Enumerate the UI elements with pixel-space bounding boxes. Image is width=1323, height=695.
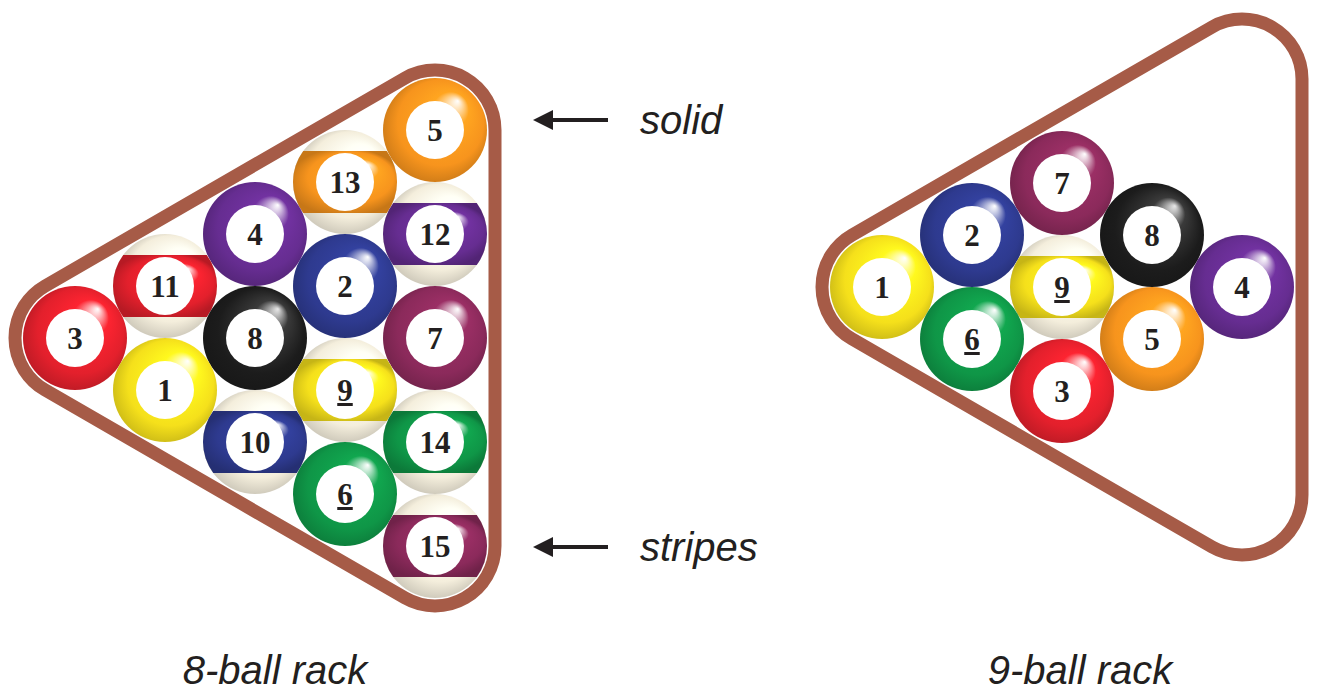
ball-body <box>1190 235 1294 339</box>
ball-body <box>383 390 487 494</box>
ball-body <box>1010 339 1114 443</box>
ball-body <box>1010 235 1114 339</box>
arrow-shaft <box>548 545 608 549</box>
ball-number: 5 <box>406 101 464 159</box>
ball-body <box>830 235 934 339</box>
ball-body <box>203 390 307 494</box>
ball-type-label: solid <box>640 98 722 142</box>
striped-ball: 15 <box>383 494 487 598</box>
striped-ball: 14 <box>383 390 487 494</box>
ball-stripe <box>113 255 217 317</box>
ball-number: 9 <box>316 361 374 419</box>
striped-ball: 10 <box>203 390 307 494</box>
ball-stripe <box>383 411 487 473</box>
ball-body <box>293 234 397 338</box>
solid-ball: 2 <box>293 234 397 338</box>
solid-ball: 5 <box>383 78 487 182</box>
ball-number: 11 <box>136 257 194 315</box>
stripes-arrow <box>533 537 608 557</box>
ball-number: 9 <box>1033 258 1091 316</box>
solid-ball: 8 <box>203 286 307 390</box>
rack-outline <box>822 19 1302 555</box>
rack-caption: 9-ball rack <box>809 648 1323 692</box>
ball-number: 15 <box>406 517 464 575</box>
ball-body <box>203 286 307 390</box>
ball-number: 8 <box>226 309 284 367</box>
ball-number: 14 <box>406 413 464 471</box>
solid-ball: 6 <box>920 287 1024 391</box>
pool-rack: 9-ball rack 72 8 1 9 4 6 53 <box>780 0 1323 695</box>
ball-body <box>113 338 217 442</box>
label-holder: stripes <box>640 525 758 569</box>
ball-number: 4 <box>226 205 284 263</box>
ball-number: 3 <box>46 309 104 367</box>
ball-stripe <box>1010 256 1114 318</box>
ball-number: 7 <box>1033 154 1091 212</box>
label-holder: solid <box>640 98 722 142</box>
ball-body <box>1100 287 1204 391</box>
ball-number: 13 <box>316 153 374 211</box>
striped-ball: 11 <box>113 234 217 338</box>
ball-body <box>383 286 487 390</box>
arrow-head <box>533 537 553 557</box>
striped-ball: 9 <box>1010 235 1114 339</box>
ball-number: 3 <box>1033 362 1091 420</box>
solid-ball: 4 <box>1190 235 1294 339</box>
ball-body <box>383 182 487 286</box>
pool-rack: 8-ball rack 5 13 4 12 11 2 3 8 7 1 9 10 14 6 15 <box>0 0 560 695</box>
solid-ball: 3 <box>1010 339 1114 443</box>
rack-outline <box>15 70 495 606</box>
ball-stripe <box>293 359 397 421</box>
ball-number: 2 <box>316 257 374 315</box>
ball-number: 8 <box>1123 206 1181 264</box>
striped-ball: 9 <box>293 338 397 442</box>
ball-body <box>920 287 1024 391</box>
ball-number: 1 <box>853 258 911 316</box>
ball-body <box>1010 131 1114 235</box>
ball-stripe <box>293 151 397 213</box>
ball-body <box>1100 183 1204 287</box>
solid-ball: 6 <box>293 442 397 546</box>
ball-body <box>203 182 307 286</box>
ball-body <box>920 183 1024 287</box>
solid-ball: 7 <box>383 286 487 390</box>
striped-ball: 13 <box>293 130 397 234</box>
arrow-head <box>533 110 553 130</box>
ball-number: 5 <box>1123 310 1181 368</box>
ball-type-label: stripes <box>640 525 758 569</box>
solid-ball: 5 <box>1100 287 1204 391</box>
ball-number: 4 <box>1213 258 1271 316</box>
solid-ball: 1 <box>830 235 934 339</box>
solid-ball: 4 <box>203 182 307 286</box>
ball-number: 6 <box>943 310 1001 368</box>
ball-stripe <box>203 411 307 473</box>
rack-caption: 8-ball rack <box>0 648 555 692</box>
ball-body <box>383 494 487 598</box>
solid-arrow <box>533 110 608 130</box>
ball-number: 6 <box>316 465 374 523</box>
solid-ball: 8 <box>1100 183 1204 287</box>
solid-ball: 2 <box>920 183 1024 287</box>
ball-body <box>383 78 487 182</box>
ball-number: 1 <box>136 361 194 419</box>
ball-stripe <box>383 203 487 265</box>
solid-ball: 7 <box>1010 131 1114 235</box>
ball-body <box>113 234 217 338</box>
ball-number: 2 <box>943 206 1001 264</box>
arrow-shaft <box>548 118 608 122</box>
striped-ball: 12 <box>383 182 487 286</box>
ball-body <box>23 286 127 390</box>
ball-number: 10 <box>226 413 284 471</box>
ball-body <box>293 338 397 442</box>
ball-number: 12 <box>406 205 464 263</box>
solid-ball: 3 <box>23 286 127 390</box>
ball-body <box>293 442 397 546</box>
solid-ball: 1 <box>113 338 217 442</box>
ball-body <box>293 130 397 234</box>
ball-stripe <box>383 515 487 577</box>
ball-number: 7 <box>406 309 464 367</box>
